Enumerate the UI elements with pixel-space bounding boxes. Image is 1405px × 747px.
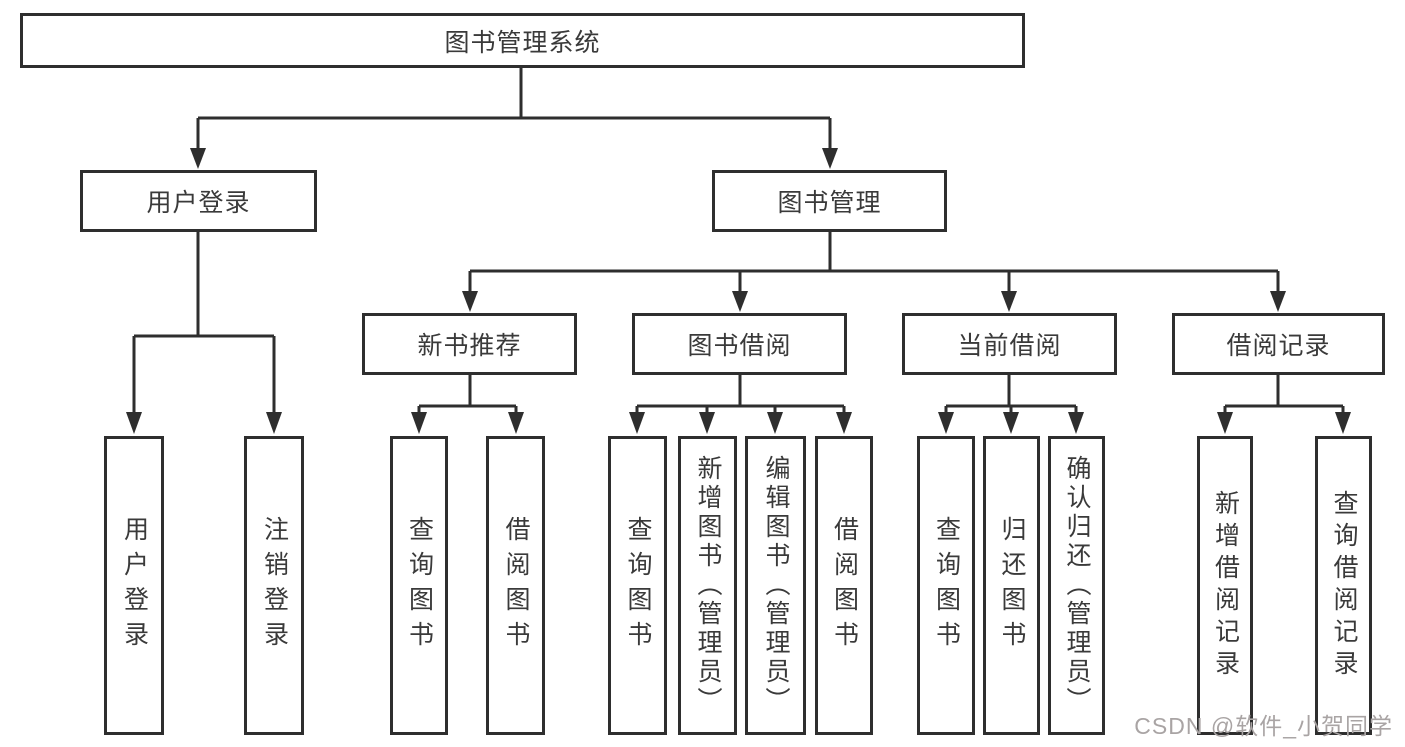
- leaf-rec-add: 新增借阅记录: [1197, 436, 1253, 735]
- node-new-book-recommend-label: 新书推荐: [417, 332, 522, 360]
- leaf-cb-confirm-return-admin-label: 确认归还（管理员）: [1063, 455, 1091, 716]
- leaf-bw-query-book-label: 查询图书: [624, 515, 652, 656]
- csdn-watermark: CSDN @软件_小贺同学: [1134, 713, 1393, 739]
- node-root-label: 图书管理系统: [444, 28, 601, 57]
- leaf-cb-return-book-label: 归还图书: [998, 515, 1026, 656]
- leaf-nb-query-book-label: 查询图书: [405, 515, 434, 656]
- leaf-bw-query-book: 查询图书: [608, 436, 667, 735]
- node-book-borrow-label: 图书借阅: [687, 332, 792, 360]
- leaf-cb-query-book-label: 查询图书: [932, 515, 961, 656]
- leaf-logout: 注销登录: [244, 436, 304, 735]
- leaf-bw-edit-book-admin-label: 编辑图书（管理员）: [762, 455, 790, 716]
- leaf-bw-edit-book-admin: 编辑图书（管理员）: [745, 436, 806, 735]
- leaf-bw-borrow-book: 借阅图书: [815, 436, 873, 735]
- leaf-bw-add-book-admin: 新增图书（管理员）: [678, 436, 737, 735]
- leaf-rec-query-label: 查询借阅记录: [1330, 489, 1358, 682]
- leaf-user-login-label: 用户登录: [120, 515, 149, 656]
- leaf-cb-query-book: 查询图书: [917, 436, 975, 735]
- leaf-bw-add-book-admin-label: 新增图书（管理员）: [694, 455, 722, 716]
- node-borrow-records: 借阅记录: [1172, 313, 1385, 375]
- node-current-borrow: 当前借阅: [902, 313, 1117, 375]
- leaf-nb-borrow-book: 借阅图书: [486, 436, 545, 735]
- node-current-borrow-label: 当前借阅: [957, 332, 1062, 360]
- node-user-login-label: 用户登录: [146, 189, 251, 217]
- node-root: 图书管理系统: [20, 13, 1025, 68]
- leaf-nb-query-book: 查询图书: [390, 436, 448, 735]
- node-book-management: 图书管理: [712, 170, 947, 232]
- leaf-user-login: 用户登录: [104, 436, 164, 735]
- arrowheads: [126, 148, 1351, 434]
- leaf-cb-return-book: 归还图书: [983, 436, 1040, 735]
- leaf-cb-confirm-return-admin: 确认归还（管理员）: [1048, 436, 1105, 735]
- node-user-login: 用户登录: [80, 170, 317, 232]
- leaf-rec-query: 查询借阅记录: [1315, 436, 1372, 735]
- leaf-bw-borrow-book-label: 借阅图书: [830, 515, 859, 656]
- leaf-logout-label: 注销登录: [260, 515, 289, 656]
- node-new-book-recommend: 新书推荐: [362, 313, 577, 375]
- leaf-rec-add-label: 新增借阅记录: [1211, 489, 1240, 682]
- leaf-nb-borrow-book-label: 借阅图书: [502, 515, 530, 656]
- node-book-borrow: 图书借阅: [632, 313, 847, 375]
- node-book-management-label: 图书管理: [777, 189, 882, 217]
- node-borrow-records-label: 借阅记录: [1226, 332, 1331, 360]
